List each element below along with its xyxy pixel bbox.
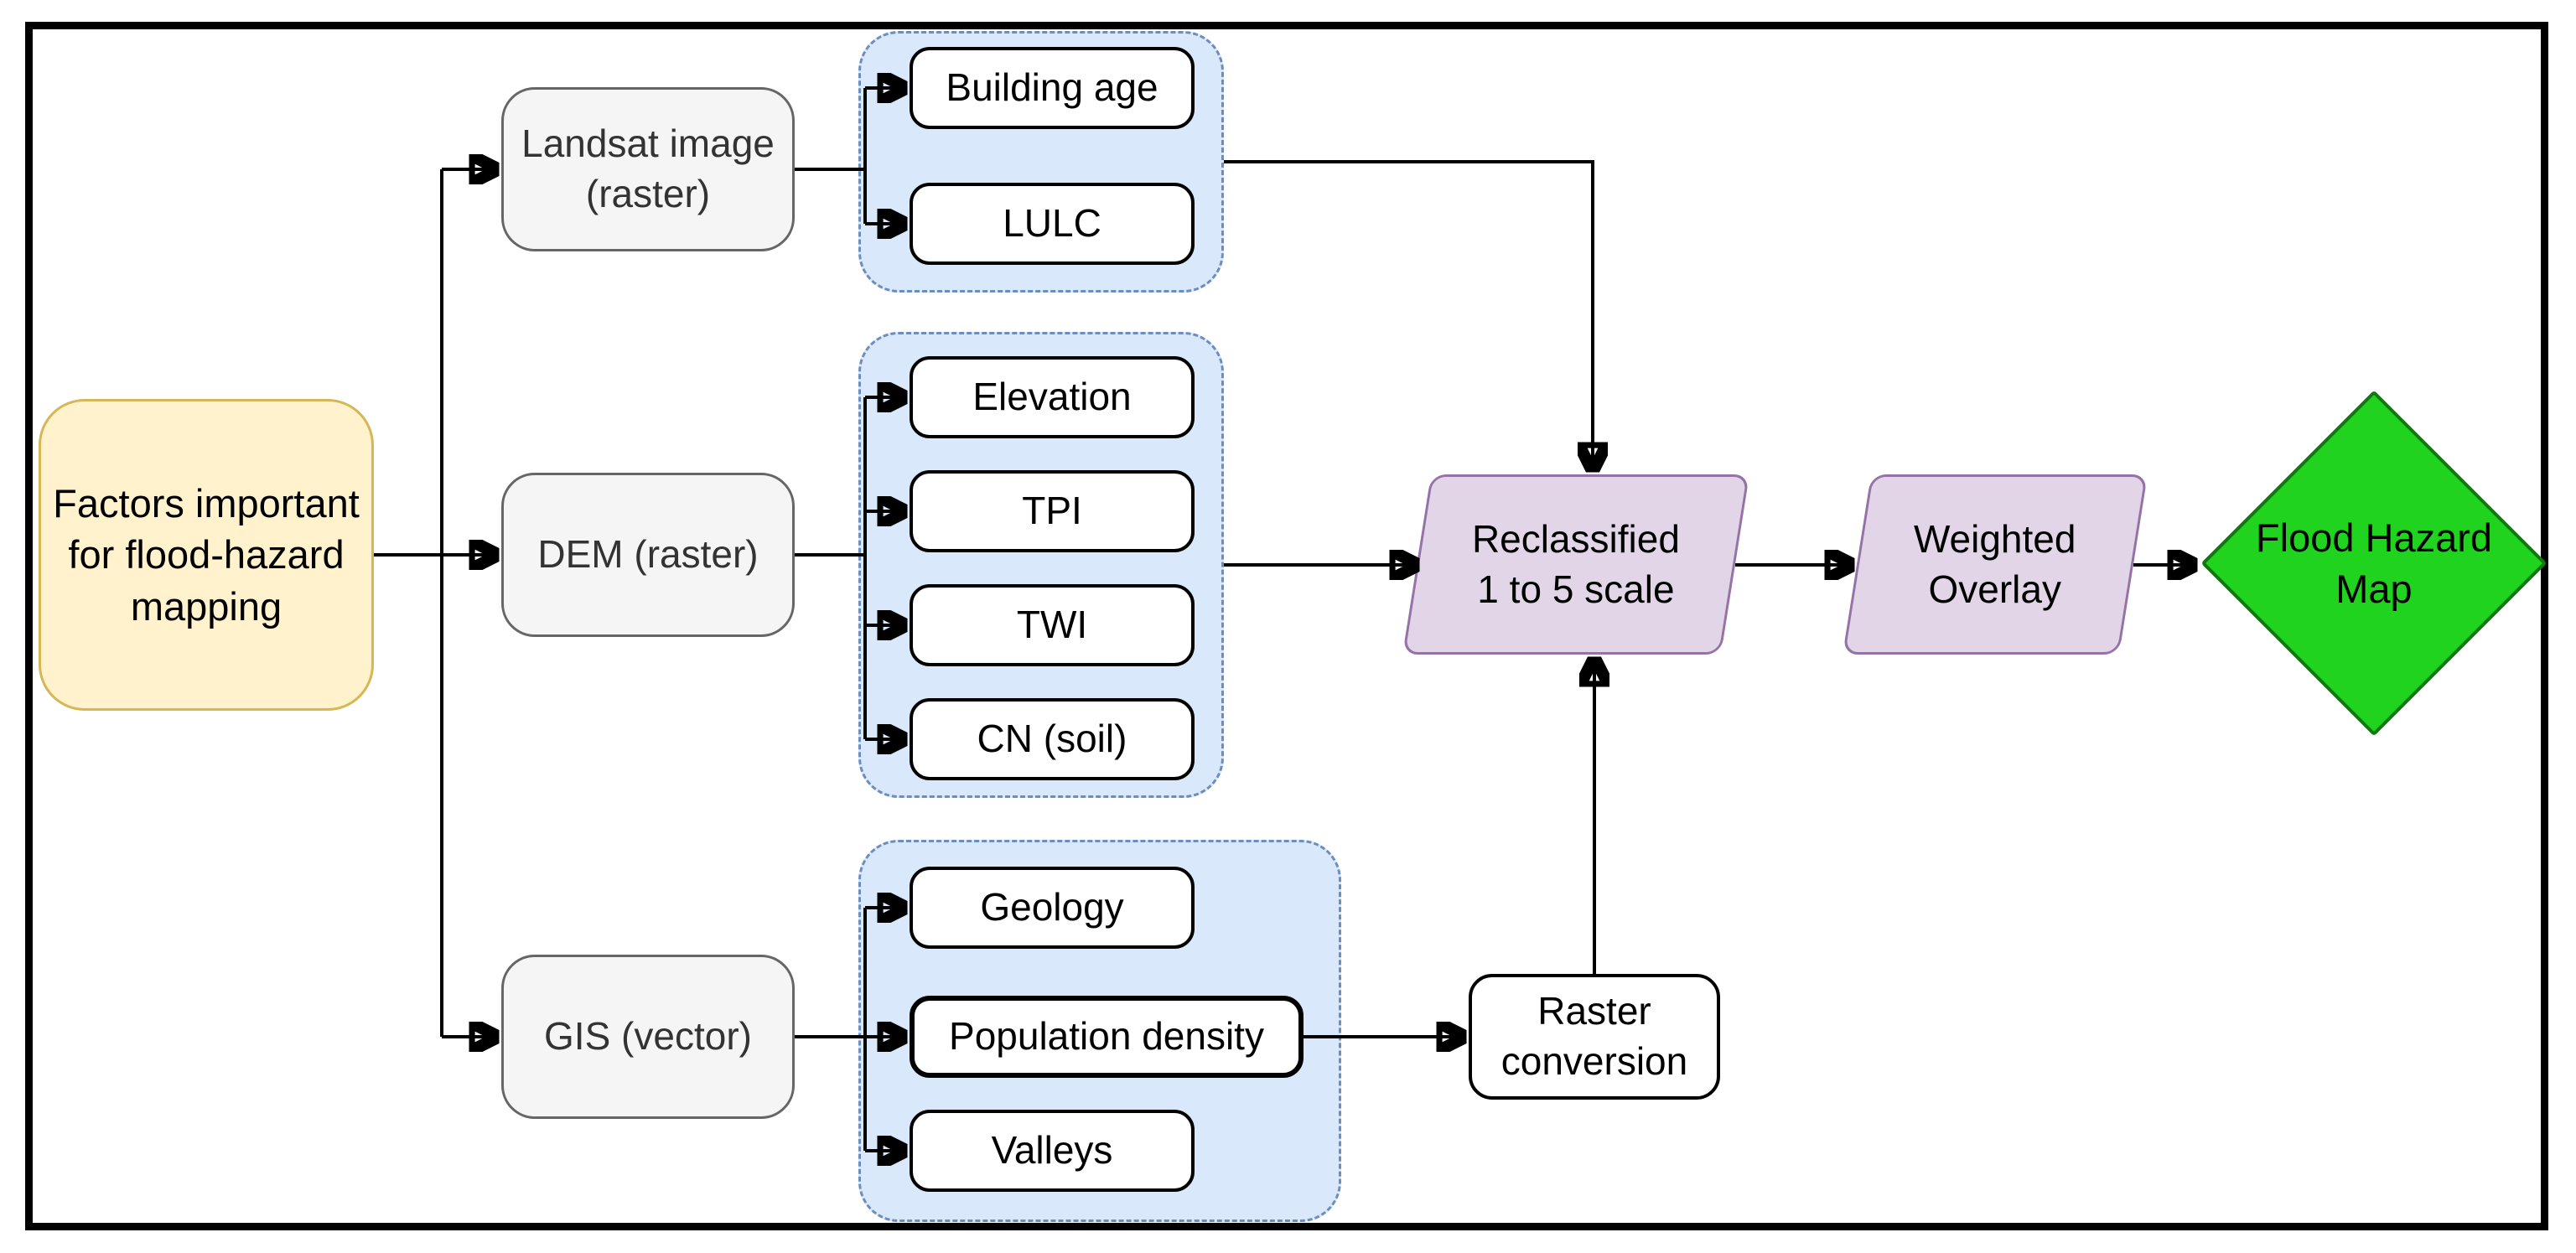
node-raster-conversion-label: Raster conversion (1501, 989, 1688, 1083)
group-landsat-derived: Building age LULC (858, 31, 1224, 293)
factor-population-density: Population density (910, 996, 1304, 1078)
factor-valleys: Valleys (910, 1110, 1195, 1192)
node-gis-label: GIS (vector) (544, 1014, 752, 1059)
factor-elevation: Elevation (910, 356, 1195, 438)
factor-lulc: LULC (910, 183, 1195, 265)
factor-cn-soil: CN (soil) (910, 698, 1195, 780)
factor-tpi: TPI (910, 470, 1195, 552)
node-landsat-image-label: Landsat image (raster) (521, 122, 775, 215)
factor-geology: Geology (910, 867, 1195, 949)
factor-cn-soil-label: CN (soil) (977, 717, 1127, 761)
node-factors-source-label: Factors important for flood-hazard mappi… (53, 481, 360, 629)
node-factors-source: Factors important for flood-hazard mappi… (39, 399, 374, 711)
factor-building-age: Building age (910, 47, 1195, 129)
group-dem-derived: Elevation TPI TWI CN (soil) (858, 332, 1224, 798)
node-dem: DEM (raster) (501, 473, 795, 637)
factor-tpi-label: TPI (1022, 489, 1082, 533)
factor-valleys-label: Valleys (991, 1128, 1113, 1173)
factor-twi: TWI (910, 584, 1195, 666)
node-reclassified-label: Reclassified 1 to 5 scale (1472, 516, 1680, 611)
node-reclassified: Reclassified 1 to 5 scale (1402, 474, 1750, 655)
factor-building-age-label: Building age (946, 65, 1158, 110)
node-weighted-overlay: Weighted Overlay (1842, 474, 2148, 655)
node-landsat-image: Landsat image (raster) (501, 87, 795, 251)
factor-geology-label: Geology (980, 885, 1124, 929)
node-flood-hazard-map: Flood Hazard Map (2240, 463, 2508, 664)
node-gis: GIS (vector) (501, 955, 795, 1119)
diagram-border-frame (25, 22, 2548, 1230)
factor-twi-label: TWI (1016, 603, 1088, 647)
node-raster-conversion: Raster conversion (1469, 974, 1720, 1100)
factor-elevation-label: Elevation (972, 375, 1132, 419)
factor-lulc-label: LULC (1003, 201, 1101, 246)
factor-population-density-label: Population density (949, 1014, 1264, 1059)
node-weighted-overlay-label: Weighted Overlay (1914, 516, 2076, 611)
node-flood-hazard-map-label: Flood Hazard Map (2255, 515, 2493, 611)
node-dem-label: DEM (raster) (537, 532, 759, 577)
group-gis-derived: Geology Population density Valleys (858, 840, 1341, 1222)
